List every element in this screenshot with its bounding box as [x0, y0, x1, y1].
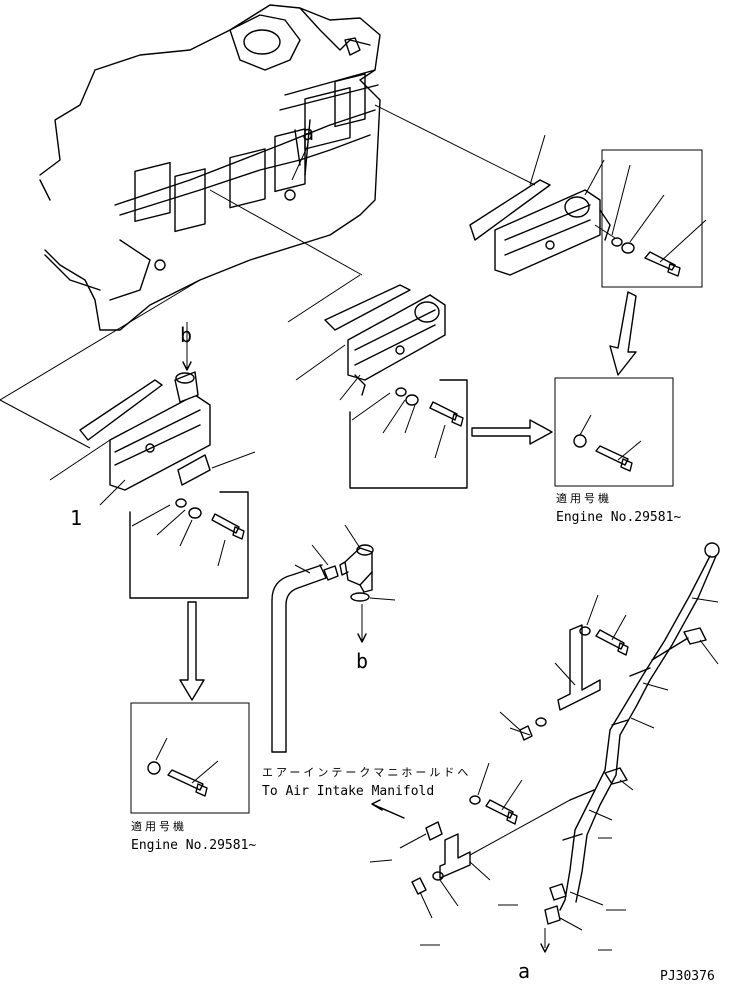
engine-block: [39, 4, 381, 331]
bottom-fittings: [420, 837, 626, 953]
leader-a-top: [291, 144, 309, 181]
bracket-lower: [369, 762, 634, 919]
arrow-down-left: [179, 601, 205, 701]
breather-hose: [271, 544, 339, 753]
air-intake-en: To Air Intake Manifold: [262, 784, 434, 799]
cover-assembly-middle: [209, 189, 553, 489]
bracket-upper: [499, 594, 719, 741]
label-b-bottom: b: [356, 649, 368, 673]
cover-assembly-top-right: [374, 104, 707, 376]
cover-assembly-left: [0, 279, 256, 701]
applicable-label-left: 適用号機: [131, 819, 187, 833]
applicable-box-right: [554, 377, 674, 487]
applicable-box-left: [130, 702, 250, 814]
item-number-1: 1: [70, 506, 82, 530]
engine-no-left: Engine No.29581~: [131, 838, 256, 853]
dipstick-guide: [559, 542, 720, 911]
arrow-down-right: [609, 291, 637, 376]
arrow-right: [471, 419, 553, 445]
label-b-top: b: [180, 323, 192, 347]
engine-no-right: Engine No.29581~: [556, 510, 681, 525]
elbow-fitting: [339, 524, 396, 643]
applicable-label-right: 適用号機: [556, 491, 612, 505]
air-intake-jp: エアーインテークマニホールドへ: [262, 766, 471, 779]
drawing-code: PJ30376: [660, 969, 715, 984]
label-a-top: a: [302, 121, 314, 145]
label-a-bottom: a: [518, 959, 530, 983]
